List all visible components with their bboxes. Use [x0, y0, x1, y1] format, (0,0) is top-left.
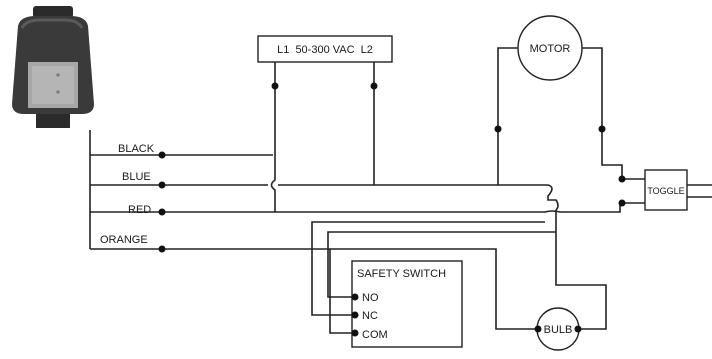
wire-l1	[270, 62, 276, 212]
toggle-label: TOGGLE	[647, 186, 684, 196]
wire-bulb-return	[555, 264, 607, 330]
bulb: BULB	[536, 307, 580, 351]
terminal-nc-label: NC	[362, 310, 378, 322]
power-supply-label: L1 50-300 VAC L2	[277, 44, 373, 56]
wire-label-orange: ORANGE	[100, 234, 148, 246]
wire-label-black: BLACK	[118, 143, 155, 155]
wire-com	[329, 249, 352, 334]
wire-nc	[311, 221, 545, 316]
wire-blue	[90, 184, 559, 264]
bulb-label: BULB	[544, 324, 573, 336]
power-supply-box: L1 50-300 VAC L2	[257, 35, 393, 63]
wire-label-red: RED	[128, 204, 151, 216]
junction-dots	[158, 82, 626, 337]
motor-label: MOTOR	[530, 43, 571, 55]
wire-no	[327, 231, 556, 298]
wire-toggle-out	[687, 184, 712, 198]
wiring	[89, 47, 712, 334]
wire-motor-right	[582, 47, 645, 180]
wire-red-toggle	[273, 202, 645, 213]
terminal-no-label: NO	[362, 292, 379, 304]
wire-motor-left	[497, 47, 518, 185]
safety-switch: SAFETY SWITCH NO NC COM	[351, 260, 463, 348]
sensor-device-icon	[12, 6, 94, 128]
toggle-switch: TOGGLE	[644, 169, 688, 211]
wire-orange-run	[162, 248, 537, 330]
safety-switch-title: SAFETY SWITCH	[357, 268, 446, 280]
motor: MOTOR	[517, 15, 583, 81]
terminal-com-label: COM	[362, 329, 388, 341]
wire-label-blue: BLUE	[122, 171, 151, 183]
